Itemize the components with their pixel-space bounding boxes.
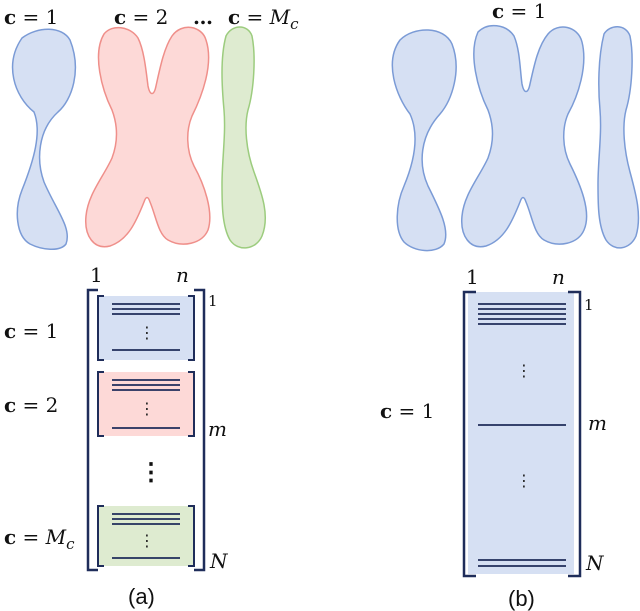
chromatid-blue [11, 28, 77, 250]
matrix-a-outer-bracket [86, 288, 206, 572]
chromatid-green [221, 26, 267, 249]
block-green-rows [112, 513, 180, 559]
cluster-label-2: c = 2 [114, 5, 168, 29]
matrix-b-outer-bracket [462, 290, 582, 578]
chromosome-red-x [85, 26, 211, 248]
matrix-a-row-middle: m [208, 417, 227, 441]
block-red-bracket [97, 371, 195, 437]
block-green-bracket [97, 505, 195, 567]
matrix-b-rows [478, 303, 566, 567]
chromatid-blue-b1 [391, 29, 457, 252]
caption-a: (a) [128, 584, 155, 609]
matrix-a-middle-vdots: ⋮ [139, 457, 163, 486]
chromatid-blue-b2 [597, 26, 640, 249]
block-blue-vdots: ⋮ [139, 323, 155, 342]
cluster-label-b: c = 1 [492, 0, 546, 23]
matrix-a-label-2: c = 2 [4, 393, 58, 417]
matrix-b-label: c = 1 [380, 399, 434, 423]
matrix-a-row-last: N [209, 549, 229, 573]
block-red-rows [112, 379, 180, 429]
matrix-a-col-last: n [176, 263, 189, 287]
matrix-a-label-mc: c = Mc [4, 525, 75, 553]
caption-b: (b) [508, 586, 535, 611]
block-blue-bracket [97, 295, 195, 361]
matrix-b-col-first: 1 [466, 265, 479, 289]
matrix-a-label-1: c = 1 [4, 319, 58, 343]
block-red [98, 372, 194, 436]
matrix-b-vdots-upper: ⋮ [516, 361, 532, 380]
block-green [98, 506, 194, 566]
ellipsis-top: … [193, 5, 213, 29]
matrix-b-col-last: n [552, 265, 565, 289]
matrix-a-col-first: 1 [90, 263, 103, 287]
block-blue-rows [112, 303, 180, 351]
chromosome-blue-x [461, 24, 588, 248]
matrix-b-row-first: 1 [584, 296, 594, 314]
block-green-vdots: ⋮ [139, 531, 155, 550]
block-blue-b [468, 292, 574, 574]
matrix-b-row-middle: m [588, 411, 607, 435]
cluster-label-1: c = 1 [4, 5, 58, 29]
matrix-a-row-first: 1 [208, 292, 218, 310]
matrix-b-row-last: N [585, 551, 605, 575]
matrix-b-vdots-lower: ⋮ [516, 471, 532, 490]
cluster-label-mc: c = Mc [228, 5, 299, 33]
block-red-vdots: ⋮ [139, 399, 155, 418]
